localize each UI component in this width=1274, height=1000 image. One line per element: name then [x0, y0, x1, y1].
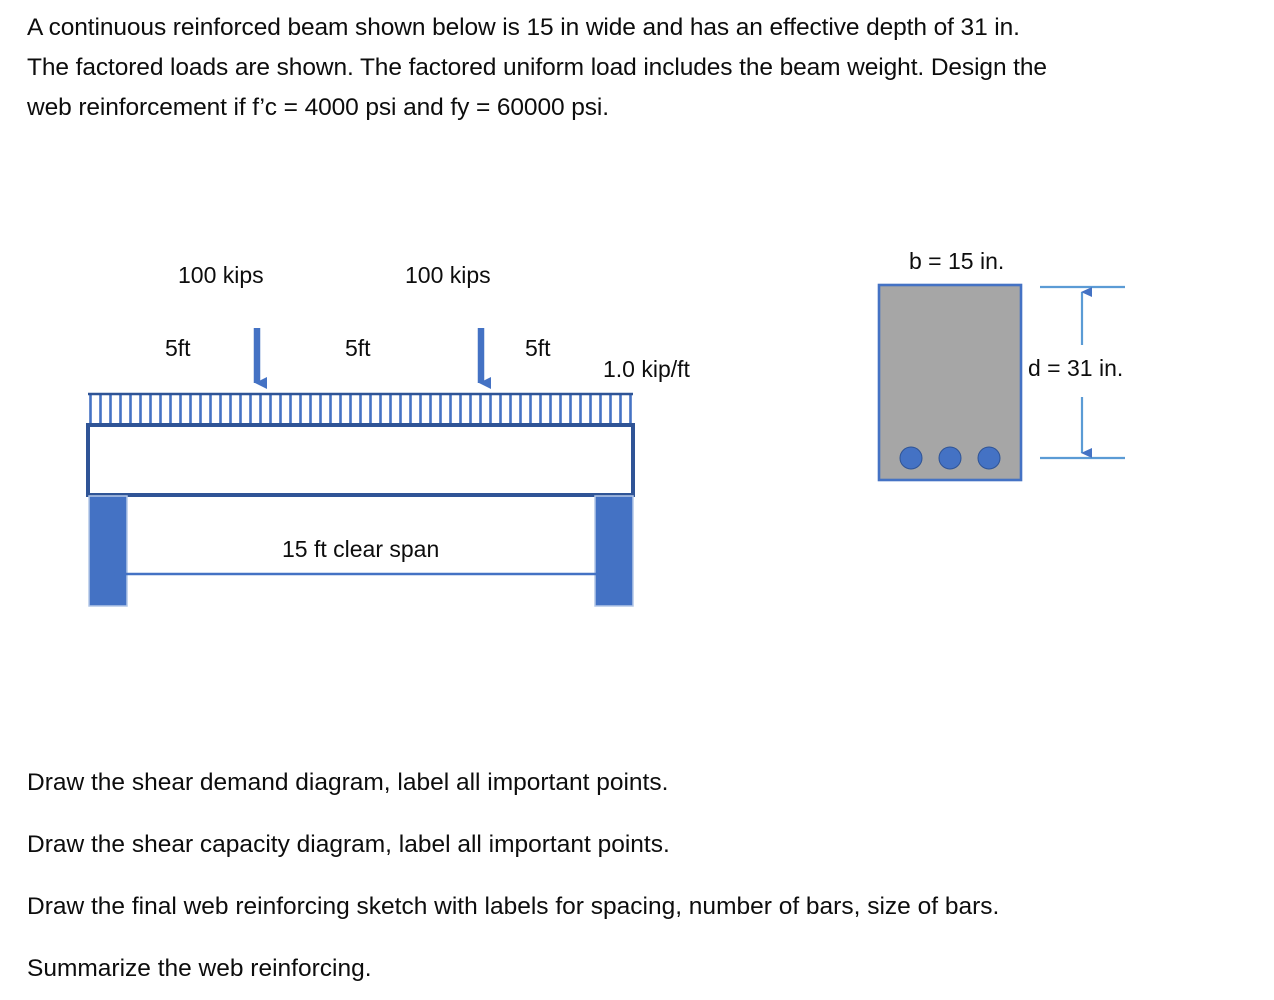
beam-section-drawing: [877, 283, 1125, 482]
uniform-load-label: 1.0 kip/ft: [603, 356, 690, 382]
problem-line: The factored loads are shown. The factor…: [27, 54, 1047, 81]
support-column-left: [88, 495, 128, 607]
dim-label-right: 5ft: [525, 335, 551, 361]
uniform-load-band: [88, 392, 633, 425]
dim-label-left: 5ft: [165, 335, 191, 361]
problem-statement: A continuous reinforced beam shown below…: [27, 8, 1267, 128]
beam-section-figure: b = 15 in. d = 31 in.: [850, 240, 1180, 650]
section-width-label: b = 15 in.: [909, 248, 1005, 274]
instruction-item: Draw the shear demand diagram, label all…: [27, 769, 669, 796]
rebar-group: [899, 446, 1001, 470]
beam-elevation-figure: 100 kips 100 kips 5ft 5ft 5ft 1.0 kip/ft…: [60, 240, 740, 650]
problem-line: web reinforcement if f’c = 4000 psi and …: [27, 94, 609, 121]
section-depth-label: d = 31 in.: [1028, 355, 1124, 381]
rebar-dot: [899, 446, 923, 470]
clear-span-label: 15 ft clear span: [282, 536, 440, 562]
rebar-dot: [977, 446, 1001, 470]
instruction-list: Draw the shear demand diagram, label all…: [27, 752, 1247, 1000]
beam-body: [86, 423, 635, 497]
dim-label-middle: 5ft: [345, 335, 371, 361]
problem-line: A continuous reinforced beam shown below…: [27, 14, 1020, 41]
beam-elevation-drawing: [86, 328, 635, 607]
instruction-item: Summarize the web reinforcing.: [27, 955, 372, 982]
support-column-right: [594, 495, 634, 607]
instruction-item: Draw the final web reinforcing sketch wi…: [27, 893, 1000, 920]
effective-depth-dimension: [1040, 285, 1125, 460]
figure-area: 100 kips 100 kips 5ft 5ft 5ft 1.0 kip/ft…: [0, 240, 1274, 650]
point-load-left-label: 100 kips: [178, 262, 264, 288]
rebar-dot: [938, 446, 962, 470]
point-load-right-label: 100 kips: [405, 262, 491, 288]
instruction-item: Draw the shear capacity diagram, label a…: [27, 831, 670, 858]
